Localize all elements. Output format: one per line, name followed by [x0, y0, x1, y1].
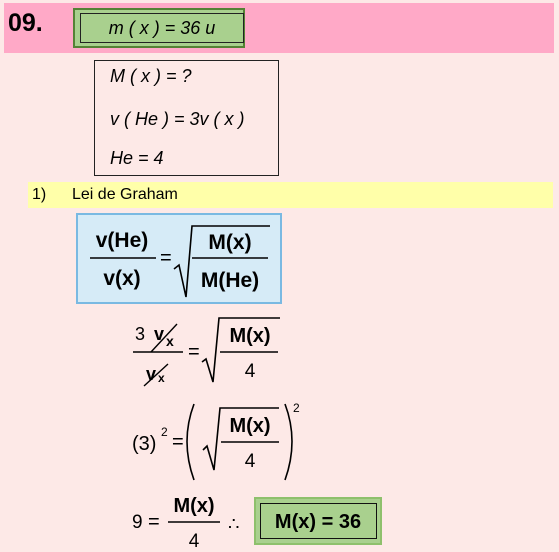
squared-base: (3) — [132, 433, 156, 455]
therefore-symbol: ∴ — [228, 514, 239, 534]
outer-exponent: 2 — [293, 401, 300, 415]
law-lhs-denominator: v(x) — [103, 267, 140, 290]
svg-text:=: = — [160, 247, 172, 269]
svg-text:x: x — [158, 371, 165, 385]
result-formula: m ( x ) = 36 u — [80, 13, 244, 43]
sub-v-denominator: v — [146, 364, 156, 384]
sub-rhs-numerator: M(x) — [229, 325, 270, 347]
substitution-formula: 3 v x v x = M(x) 4 — [133, 317, 280, 387]
final-denominator: 4 — [189, 531, 200, 552]
cancel-stroke-bottom — [143, 363, 169, 387]
given-velocity-relation: v ( He ) = 3v ( x ) — [110, 109, 245, 129]
law-lhs-numerator: v(He) — [96, 229, 149, 252]
sub-v-numerator: v — [154, 324, 164, 344]
squared-exponent: 2 — [161, 425, 168, 439]
cancel-stroke-top — [150, 323, 178, 353]
final-equation: 9 = M(x) 4 ∴ — [132, 495, 239, 552]
step-number: 1) — [32, 186, 47, 203]
squared-rhs-numerator: M(x) — [229, 415, 270, 437]
law-sqrt-sign — [173, 225, 270, 298]
squared-formula: (3) 2 = M(x) 4 2 — [132, 401, 300, 481]
sub-coefficient: 3 — [135, 324, 145, 344]
answer-formula: M(x) = 36 — [275, 511, 361, 533]
given-data-box — [94, 60, 279, 176]
law-rhs-denominator: M(He) — [201, 269, 259, 292]
graham-law-formula: v(He) v(x) = M(x) M(He) — [90, 225, 270, 298]
sub-rhs-denominator: 4 — [245, 361, 256, 382]
question-number: 09. — [8, 9, 43, 37]
law-rhs-numerator: M(x) — [208, 231, 251, 254]
svg-text:=: = — [172, 431, 184, 453]
svg-text:x: x — [166, 333, 174, 349]
given-molar-mass: M ( x ) = ? — [110, 66, 192, 86]
svg-text:=: = — [148, 511, 160, 533]
answer-text: M(x) = 36 — [275, 511, 361, 533]
final-numerator: M(x) — [173, 495, 214, 517]
final-lhs: 9 — [132, 512, 143, 533]
step-title: Lei de Graham — [72, 186, 178, 203]
answer-inner-box — [260, 503, 377, 539]
step-bar — [28, 182, 553, 208]
svg-text:=: = — [188, 341, 200, 363]
squared-rhs-denominator: 4 — [245, 451, 256, 472]
given-helium-mass: He = 4 — [110, 148, 164, 168]
